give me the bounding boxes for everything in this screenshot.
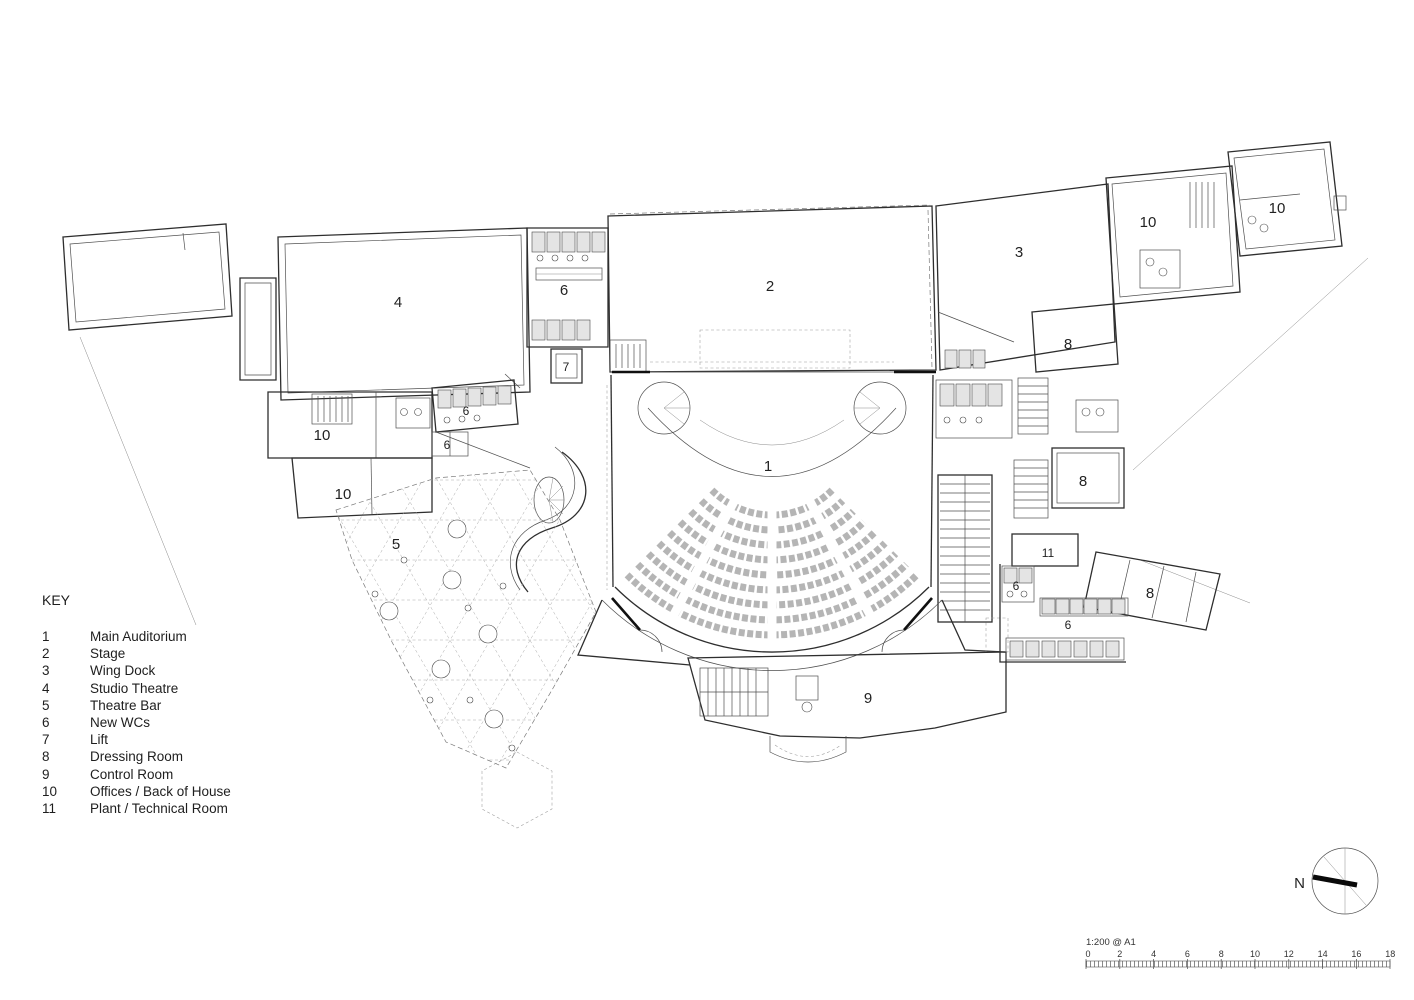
key-label: Wing Dock xyxy=(90,663,156,679)
key-row-6: 6 New WCs xyxy=(42,714,322,731)
site-boundary-lines xyxy=(79,257,1369,626)
key-num: 10 xyxy=(42,783,58,799)
key-title: KEY xyxy=(42,592,71,608)
key-row-4: 4 Studio Theatre xyxy=(42,680,322,697)
plant-room xyxy=(1011,533,1079,567)
scale-tick-5: 10 xyxy=(1250,949,1260,959)
annex xyxy=(239,277,277,381)
room-label-6-left1: 6 xyxy=(463,404,470,418)
key-num: 9 xyxy=(42,766,50,782)
room-label-10-l1: 10 xyxy=(314,427,331,444)
lift xyxy=(550,348,583,384)
scale-tick-3: 6 xyxy=(1185,949,1190,959)
key-row-2: 2 Stage xyxy=(42,645,322,662)
scale-tick-0: 0 xyxy=(1085,949,1090,959)
key-label: Main Auditorium xyxy=(90,629,187,644)
room-label-10-l2: 10 xyxy=(335,486,352,503)
key-label: Control Room xyxy=(90,766,174,782)
offices-left xyxy=(267,391,433,519)
theatre-bar xyxy=(335,469,597,829)
room-label-10-tr2: 10 xyxy=(1269,200,1286,217)
scale-tick-6: 12 xyxy=(1284,949,1294,959)
grand-stair xyxy=(510,446,587,593)
key-row-1: 1 Main Auditorium xyxy=(42,628,322,645)
scale-tick-4: 8 xyxy=(1219,949,1224,959)
key-label: Theatre Bar xyxy=(90,697,162,713)
key-row-3: 3 Wing Dock xyxy=(42,662,322,679)
scale-bar: 1:200 @ A1 0 2 4 6 8 10 12 14 16 18 xyxy=(1085,937,1395,969)
key-row-7: 7 Lift xyxy=(42,731,322,748)
room-label-3: 3 xyxy=(1015,244,1023,261)
key-legend: KEY 1 Main Auditorium 2 Stage 3 Wing Doc… xyxy=(42,592,322,817)
room-label-6-left2: 6 xyxy=(444,438,451,452)
scale-tick-1: 2 xyxy=(1117,949,1122,959)
key-row-10: 10 Offices / Back of House xyxy=(42,783,322,800)
room-label-6-top: 6 xyxy=(560,282,568,299)
room-label-6-r1: 6 xyxy=(1013,579,1020,593)
key-num: 2 xyxy=(42,646,50,662)
room-label-8-2: 8 xyxy=(1079,473,1087,490)
scale-caption: 1:200 @ A1 xyxy=(1086,937,1136,948)
key-row-5: 5 Theatre Bar xyxy=(42,697,322,714)
room-label-5: 5 xyxy=(392,536,400,553)
wcs-left xyxy=(431,379,531,469)
room-label-8-1: 8 xyxy=(1064,336,1072,353)
key-label: Offices / Back of House xyxy=(90,783,231,799)
dressing-rooms-right xyxy=(1031,303,1221,631)
offices-top-right xyxy=(1105,141,1347,305)
key-num: 4 xyxy=(42,680,50,696)
studio-theatre xyxy=(277,227,531,401)
scale-tick-8: 16 xyxy=(1351,949,1361,959)
room-label-1: 1 xyxy=(764,458,772,475)
key-row-9: 9 Control Room xyxy=(42,766,322,783)
backstage-wcs xyxy=(935,379,1013,439)
key-num: 3 xyxy=(42,663,50,679)
wcs-top xyxy=(526,227,609,348)
key-num: 1 xyxy=(42,629,50,644)
scale-tick-2: 4 xyxy=(1151,949,1156,959)
key-row-11: 11 Plant / Technical Room xyxy=(42,800,322,817)
key-num: 6 xyxy=(42,715,50,731)
key-num: 5 xyxy=(42,697,50,713)
scale-tick-9: 18 xyxy=(1385,949,1395,959)
room-label-6-r2: 6 xyxy=(1065,618,1072,632)
room-label-8-3: 8 xyxy=(1146,585,1154,602)
room-label-10-tr1: 10 xyxy=(1140,214,1157,231)
key-label: Plant / Technical Room xyxy=(90,801,228,817)
compass: N xyxy=(1294,847,1379,915)
north-needle xyxy=(1312,874,1358,888)
room-label-7: 7 xyxy=(563,360,570,374)
room-label-11: 11 xyxy=(1042,546,1055,560)
key-row-8: 8 Dressing Room xyxy=(42,748,322,765)
auditorium xyxy=(577,361,1009,671)
north-label: N xyxy=(1294,875,1305,892)
control-room xyxy=(687,651,1007,763)
key-num: 11 xyxy=(42,801,57,817)
key-num: 7 xyxy=(42,732,50,748)
room-label-2: 2 xyxy=(766,278,774,295)
key-num: 8 xyxy=(42,749,50,765)
stairs-right xyxy=(937,377,1049,623)
key-label: Lift xyxy=(90,732,109,748)
key-label: Dressing Room xyxy=(90,749,184,765)
key-label: Stage xyxy=(90,646,126,662)
wing-dock xyxy=(935,183,1116,371)
detached-store xyxy=(62,223,233,331)
key-label: Studio Theatre xyxy=(90,680,179,696)
room-label-9: 9 xyxy=(864,690,872,707)
wcs-bottom-right xyxy=(999,564,1129,663)
key-label: New WCs xyxy=(90,715,150,731)
room-label-4: 4 xyxy=(394,294,402,311)
scale-tick-7: 14 xyxy=(1318,949,1328,959)
room-labels: 4 6 2 3 10 10 7 6 6 10 10 1 8 8 5 11 6 8… xyxy=(314,200,1286,707)
